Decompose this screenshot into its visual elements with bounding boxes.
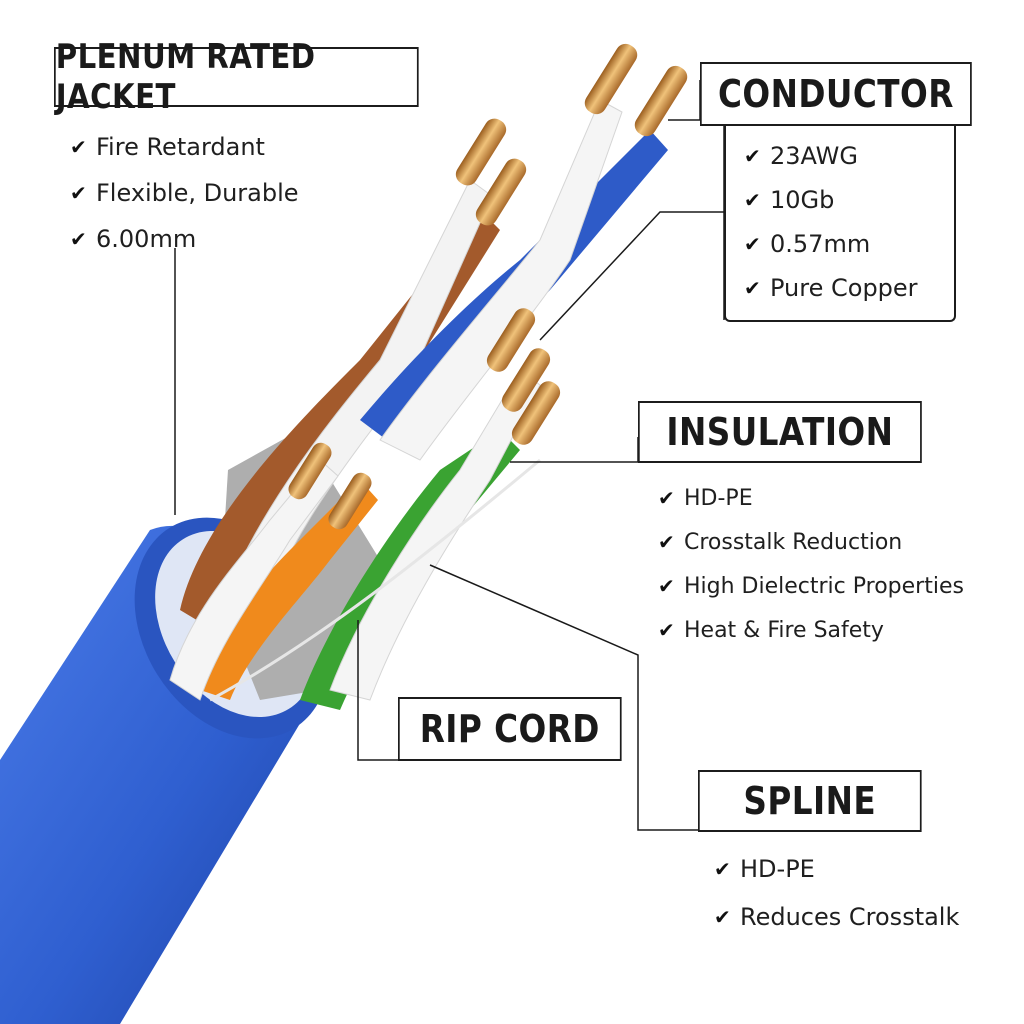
rip-cord-title-box: RIP CORD (398, 697, 622, 761)
insulation-feature-item: ✔High Dielectric Properties (658, 573, 964, 599)
insulation-feature-item: ✔HD-PE (658, 485, 753, 511)
insulation-title: INSULATION (666, 410, 894, 454)
copper-tip (634, 65, 688, 137)
conductor-feature-item: ✔Pure Copper (744, 274, 918, 302)
jacket-feature-item: ✔Fire Retardant (70, 133, 265, 161)
copper-tip (501, 348, 551, 412)
check-icon: ✔ (70, 227, 87, 251)
jacket-title-box: PLENUM RATED JACKET (54, 37, 419, 117)
copper-tip (288, 442, 332, 500)
spline-title: SPLINE (743, 779, 877, 823)
conductor-title-box: CONDUCTOR (700, 62, 972, 126)
check-icon: ✔ (744, 232, 761, 256)
wire-orange (200, 480, 378, 700)
conductor-title: CONDUCTOR (717, 72, 954, 116)
check-icon: ✔ (658, 574, 675, 598)
insulation-feature-item: ✔Crosstalk Reduction (658, 529, 903, 555)
copper-tip (584, 43, 638, 115)
check-icon: ✔ (744, 144, 761, 168)
copper-tip (475, 158, 527, 226)
copper-tip (455, 118, 507, 186)
copper-tip (486, 308, 536, 372)
insulation-features: ✔HD-PE ✔Crosstalk Reduction ✔High Dielec… (658, 476, 964, 652)
check-icon: ✔ (744, 188, 761, 212)
rip-cord-title: RIP CORD (419, 707, 600, 751)
leader-rip-cord (357, 620, 398, 761)
copper-conductors (288, 43, 688, 530)
conductor-feature-item: ✔10Gb (744, 186, 835, 214)
conductor-feature-item: ✔23AWG (744, 142, 858, 170)
insulation-feature-item: ✔Heat & Fire Safety (658, 617, 884, 643)
rip-cord (209, 458, 541, 702)
leader-conductor (539, 211, 724, 341)
conductor-features-box (724, 126, 956, 322)
check-icon: ✔ (70, 135, 87, 159)
leader-spline (429, 564, 698, 831)
copper-tip (328, 472, 372, 530)
conductor-features: ✔23AWG ✔10Gb ✔0.57mm ✔Pure Copper (744, 134, 918, 310)
check-icon: ✔ (70, 181, 87, 205)
wire-orange-white (169, 459, 339, 701)
check-icon: ✔ (744, 276, 761, 300)
check-icon: ✔ (714, 905, 731, 929)
jacket-feature-item: ✔6.00mm (70, 225, 197, 253)
spline-feature-item: ✔HD-PE (714, 855, 815, 883)
spline-features: ✔HD-PE ✔Reduces Crosstalk (714, 845, 959, 941)
jacket-features: ✔Fire Retardant ✔Flexible, Durable ✔6.00… (70, 124, 299, 262)
jacket-feature-item: ✔Flexible, Durable (70, 179, 299, 207)
insulation-title-box: INSULATION (638, 401, 922, 463)
spline-feature-item: ✔Reduces Crosstalk (714, 903, 960, 931)
check-icon: ✔ (714, 857, 731, 881)
conductor-feature-item: ✔0.57mm (744, 230, 871, 258)
check-icon: ✔ (658, 618, 675, 642)
spline-title-box: SPLINE (698, 770, 922, 832)
copper-tip (511, 381, 561, 445)
jacket-title: PLENUM RATED JACKET (55, 37, 316, 117)
check-icon: ✔ (658, 486, 675, 510)
check-icon: ✔ (658, 530, 675, 554)
wire-blue-white (379, 99, 623, 461)
